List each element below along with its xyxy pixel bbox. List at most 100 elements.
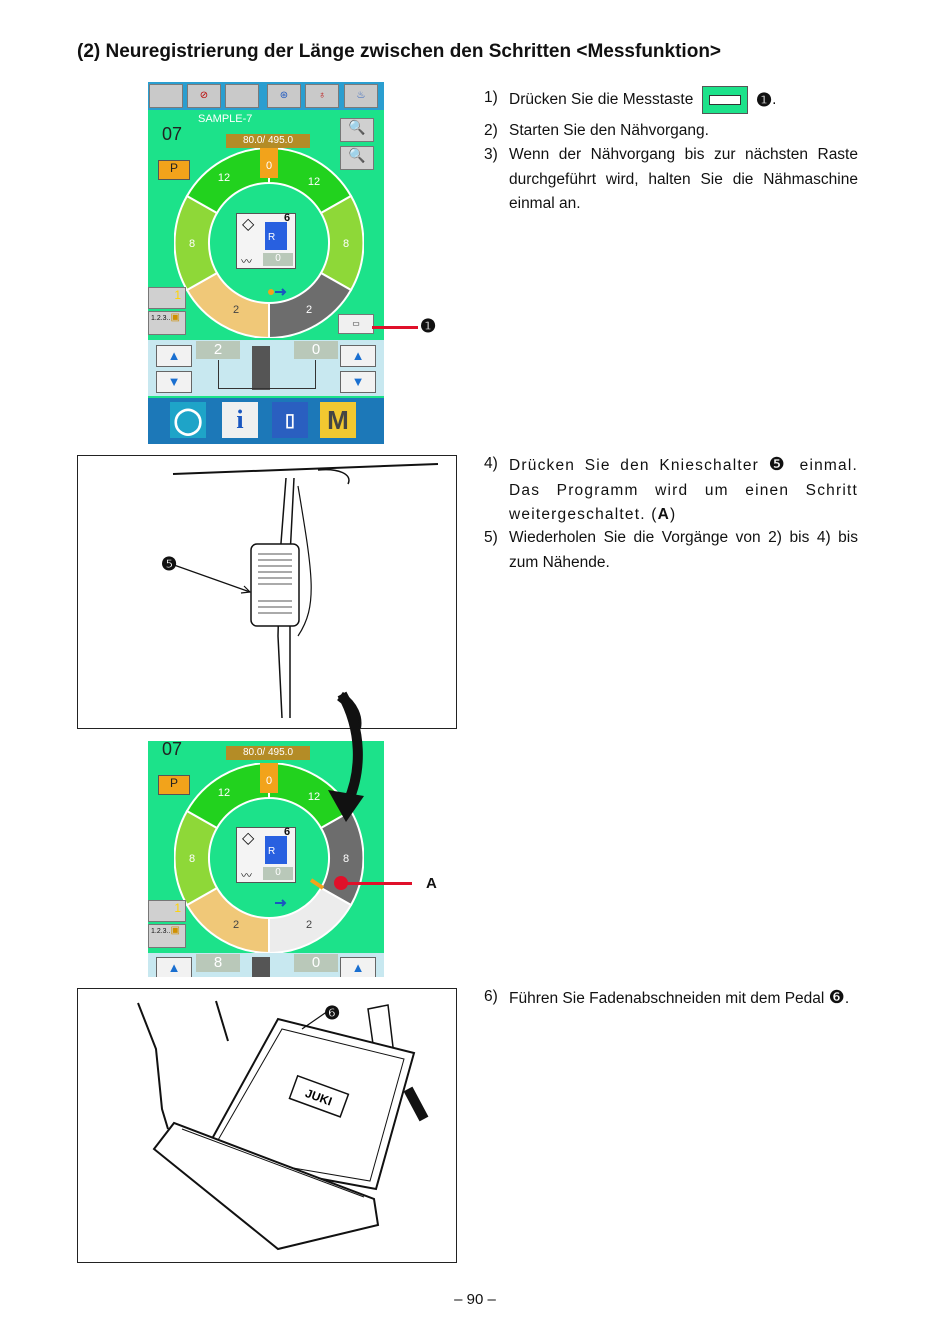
left-up-button[interactable]: ▲ [156,957,192,977]
counter-setting-key[interactable]: 1.2.3..▣ [148,924,186,948]
left-down-button[interactable]: ▼ [156,371,192,393]
pattern-name: SAMPLE-7 [198,113,253,125]
step-6: 6) Führen Sie Fadenabschneiden mit dem P… [484,985,858,1012]
segment-value: 8 [189,853,195,865]
segment-value: 2 [233,919,239,931]
info-key[interactable]: i [222,402,258,438]
step-number: 4) [484,455,498,472]
top-segment-marker [260,148,278,178]
section-title: (2) Neuregistrierung der Länge zwischen … [77,41,722,62]
step-number: 6) [484,988,498,1005]
counter-label: 1.2.3.. [151,315,171,322]
connector-line [218,360,316,389]
step-2: 2) Starten Sie den Nähvorgang. [484,119,858,144]
p-key[interactable]: P [158,775,190,795]
segment-value: 8 [343,853,349,865]
pattern-number[interactable]: 07 [162,741,183,759]
step-text: einmal. Das Programm wird um einen Schri… [509,457,859,523]
feed-icon: 〰 [241,870,252,882]
left-up-button[interactable]: ▲ [156,345,192,367]
ready-key[interactable]: ◯ [170,402,206,438]
top-segment-marker [260,763,278,793]
right-up-button[interactable]: ▲ [340,957,376,977]
operation-panel-advanced: 07 80.0/ 495.0 P 0 12 12 8 8 2 2 ◇ 6 R 〰… [148,741,384,977]
search-pattern-icon[interactable]: 🔍 [340,118,374,142]
info-key-label: i [236,405,244,434]
step-text: Wenn der Nähvorgang bis zur nächsten Ras… [509,146,858,212]
step-count: 6 [284,826,291,838]
callout-badge: ❶ [755,90,773,111]
segment-value: 8 [343,238,349,250]
step-text: Wiederholen Sie die Vorgänge von 2) bis … [509,529,858,571]
p-key[interactable]: P [158,160,190,180]
segment-value: 2 [233,304,239,316]
step-5: 5) Wiederholen Sie die Vorgänge von 2) b… [484,526,858,575]
segment-value: 12 [308,791,320,803]
measure-key[interactable]: ▭ [338,314,374,334]
direction-arrow-icon [275,288,287,296]
counter-label: 1.2.3.. [151,928,171,935]
ruler-icon [708,95,741,105]
knee-switch-icon [250,543,300,627]
pedal-leader [301,1010,329,1030]
measure-key-callout: ❶ [420,316,437,336]
measure-key-image [701,86,748,114]
pattern-number[interactable]: 07 [162,124,183,144]
search-number-icon[interactable]: 🔍 [340,146,374,170]
mode-key[interactable]: M [320,402,356,438]
counter-key[interactable]: 1 [148,900,186,922]
step-1: 1) Drücken Sie die Messtaste ❶. [484,86,858,114]
bobbin-winder-icon[interactable]: ⊛ [267,84,301,108]
step-detail-box[interactable]: ◇ 6 R 〰 0 [236,826,296,883]
callout-dot [334,876,348,890]
measure-key-callout-line [372,326,418,329]
counter-value: 1 [174,901,181,915]
right-value: 0 [294,341,338,359]
right-value: 0 [294,954,338,972]
value-adjust-area: ▲ ▲ 8 0 [148,953,384,977]
no-thread-icon[interactable]: ⊘ [187,84,221,108]
value-adjust-area: ▲ ▼ ▲ ▼ 2 0 [148,340,384,396]
blank-key[interactable] [225,84,259,108]
blank-key[interactable] [149,84,183,108]
step-number: 5) [484,529,498,546]
operation-panel: ⊘ ⊛ ♁ ♨ SAMPLE-7 07 80.0/ 495.0 🔍 🔍 P 0 … [148,82,384,444]
counter-value: 1 [174,288,181,302]
right-up-button[interactable]: ▲ [340,345,376,367]
thread-tension-icon[interactable]: ♁ [305,84,339,108]
knee-switch-figure: ❺ [77,455,457,729]
step-text: Führen Sie Fadenabschneiden mit dem Peda… [509,990,825,1007]
counter-setting-key[interactable]: 1.2.3..▣ [148,311,186,335]
presser-foot-icon[interactable]: ♨ [344,84,378,108]
step-ring: 0 12 12 8 8 2 2 [174,763,364,953]
p-key-label: P [169,161,178,175]
p-key-label: P [169,776,178,790]
advance-arrow-icon [328,691,364,822]
step-detail-box[interactable]: ◇ 6 R 〰 0 [236,212,296,269]
top-segment-value: 0 [266,160,272,172]
knee-switch-leader [173,564,251,593]
length-display: 80.0/ 495.0 [226,746,310,760]
callout-badge: ❺ [768,454,791,474]
segment-value: 2 [306,304,312,316]
needle-position-icon [268,289,274,295]
pedal-callout: ❻ [324,1003,341,1023]
left-value: 8 [196,954,240,972]
direction-arrow-icon [275,899,287,907]
knee-switch-icon [252,346,270,390]
communication-key[interactable]: ▯ [272,402,308,438]
step-4: 4) Drücken Sie den Knieschalter ❺ einmal… [484,452,858,528]
step-number: 1) [484,89,498,106]
step-text: . [772,91,777,109]
knee-switch-drawing [172,463,439,729]
counter-key[interactable]: 1 [148,287,186,309]
pedal-figure: JUKI ❻ [77,988,457,1263]
nav-bar: ◯ i ▯ M [148,398,384,444]
length-display: 80.0/ 495.0 [226,134,310,148]
label-a-callout-line [342,882,412,885]
top-segment-value: 0 [266,775,272,787]
right-down-button[interactable]: ▼ [340,371,376,393]
step-number: 3) [484,146,498,163]
garment-icon [265,836,287,864]
sewing-mode-icon: ◇ [242,830,255,847]
